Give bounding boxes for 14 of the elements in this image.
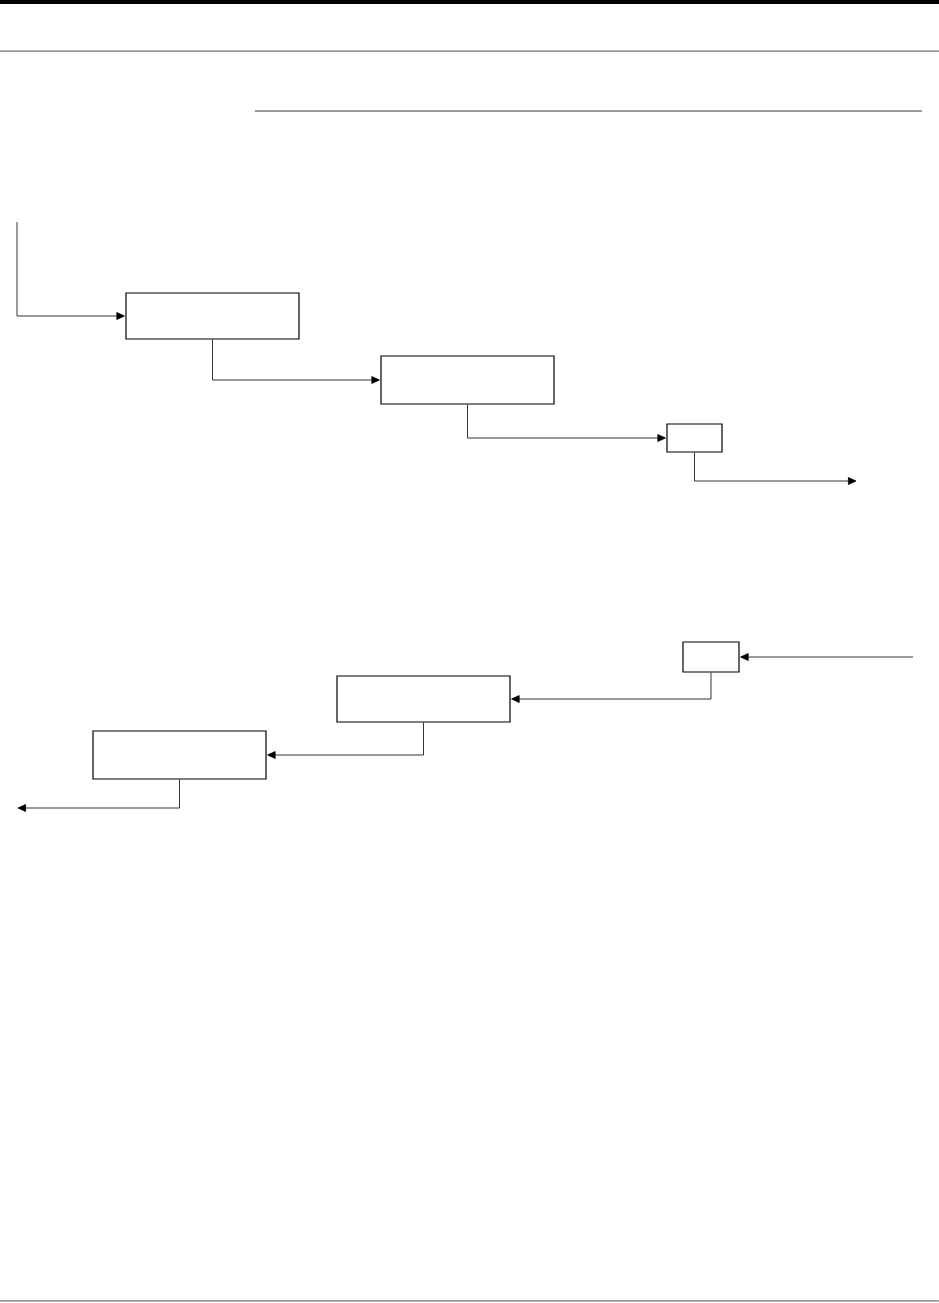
process-box	[92, 730, 267, 780]
arrow	[16, 221, 125, 320]
arrow	[267, 722, 424, 759]
arrow	[467, 404, 666, 442]
arrow	[694, 452, 857, 485]
process-box	[380, 355, 555, 405]
arrow	[212, 339, 380, 384]
process-box	[666, 423, 723, 453]
process-box	[682, 641, 740, 673]
process-box	[125, 292, 300, 340]
arrow	[17, 779, 180, 812]
arrow	[511, 672, 712, 703]
arrow	[740, 653, 914, 661]
process-box	[336, 675, 511, 723]
